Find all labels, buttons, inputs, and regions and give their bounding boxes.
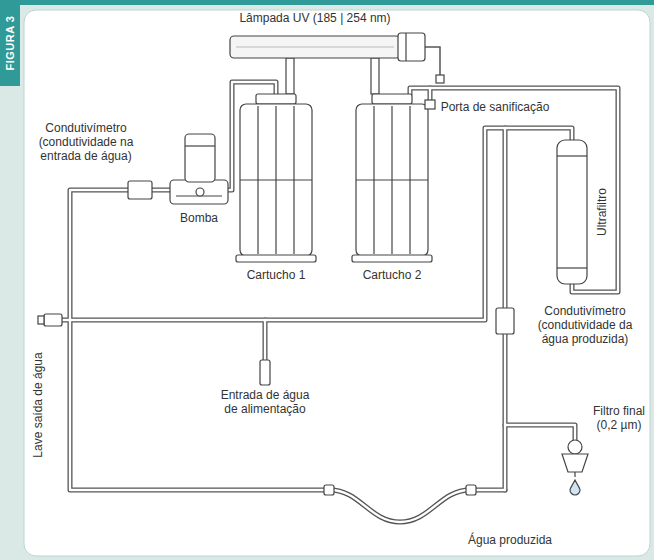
coupling [324,485,476,495]
inlet-label: Entrada de água de alimentação [217,388,313,416]
port-label: Porta de sanificação [441,100,550,114]
sanitization-port [425,100,435,109]
pump [170,134,228,204]
ultrafilter-label: Ultrafiltro [595,188,609,236]
ultrafilter [557,140,587,284]
tubing [62,82,618,522]
figure-number: FIGURA 3 [3,16,17,71]
conductivity-meter [128,181,514,334]
meter-label: Condutivímetro (condutividade da água pr… [526,304,644,346]
product-label: Água produzida [468,533,552,547]
uv-lamp [230,33,444,94]
cartridge-label: Cartucho 1 [247,268,306,282]
pump-label: Bomba [180,211,218,225]
meter-label: Condutivímetro (condutividade na entrada… [30,121,142,163]
lamp-label: Lâmpada UV (185 | 254 nm) [239,11,390,25]
top-bar [0,0,654,5]
cartridge [236,94,432,262]
final-filter [562,440,588,495]
feed-inlet [260,360,270,385]
outlet-fitting [38,314,62,326]
outlet-label: Lave saída de água [31,352,45,457]
panel [24,10,650,556]
cartridge-label: Cartucho 2 [363,268,422,282]
filter-label: Filtro final (0,2 µm) [590,404,648,432]
figure-tab [0,0,20,86]
